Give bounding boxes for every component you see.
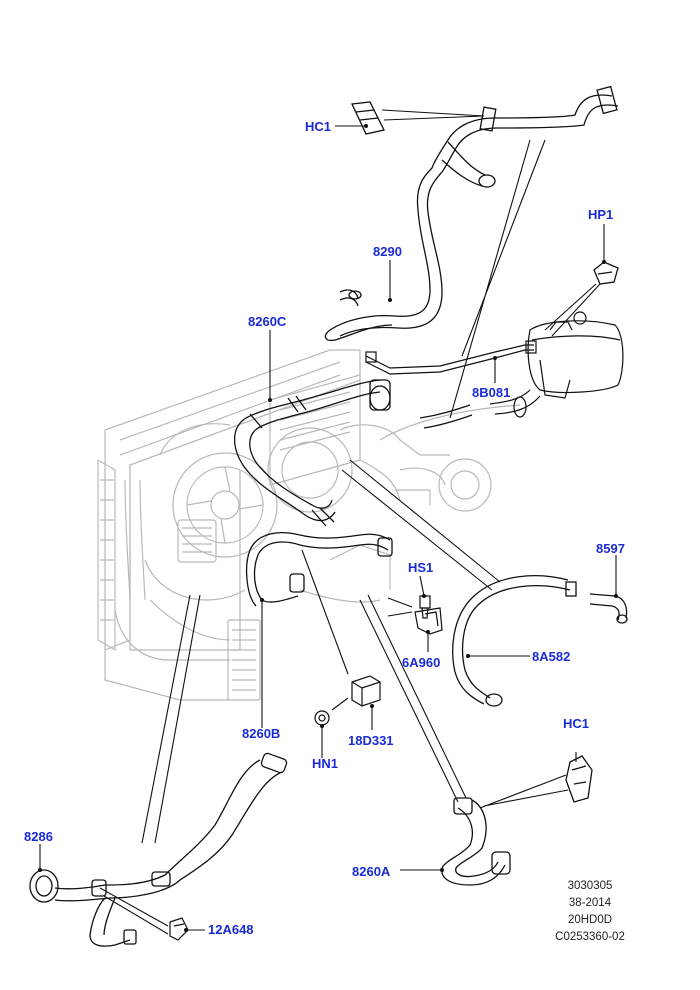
- hose-8a582: [452, 575, 577, 707]
- expansion-reservoir: [419, 311, 624, 429]
- hose-clip-hp1: [593, 261, 619, 285]
- callout-hp1: HP1: [588, 207, 614, 222]
- callout-8a582: 8A582: [532, 649, 571, 664]
- stamp-line-1: 3030305: [567, 880, 613, 892]
- radiator-assembly-ghost: [97, 349, 521, 701]
- hose-8597: [589, 593, 628, 624]
- sensor-8b081-harness: [365, 340, 537, 375]
- clip-hc1-top: [351, 101, 385, 135]
- callout-8260b: 8260B: [242, 726, 281, 741]
- callout-hs1: HS1: [408, 560, 434, 575]
- callout-hn1: HN1: [312, 756, 339, 771]
- hose-8290: [324, 85, 619, 342]
- bracket-6a960: [414, 607, 443, 635]
- callout-8260a: 8260A: [352, 864, 391, 879]
- callout-8286: 8286: [24, 829, 53, 844]
- callout-6a960: 6A960: [402, 655, 441, 670]
- callout-8290: 8290: [373, 244, 402, 259]
- callout-8597: 8597: [596, 541, 625, 556]
- hose-8260b: [245, 507, 393, 607]
- reference-stamp: 3030305 38-2014 20HD0D C0253360-02: [540, 878, 640, 946]
- block-18d331: [351, 675, 381, 707]
- callout-hc1-top: HC1: [305, 119, 332, 134]
- callout-hc1-bottom: HC1: [563, 716, 590, 731]
- bolt-hs1: [419, 595, 431, 619]
- leader-lines: [39, 109, 617, 935]
- leader-dots: [38, 124, 618, 932]
- hose-8286: [29, 752, 288, 947]
- hose-8260c: [233, 379, 391, 522]
- stamp-line-4: C0253360-02: [555, 931, 625, 943]
- clip-hc1-bottom: [565, 755, 593, 803]
- callout-12a648: 12A648: [208, 922, 254, 937]
- hose-8260a: [441, 797, 511, 886]
- stamp-line-2: 38-2014: [568, 897, 612, 909]
- sensor-12a648: [169, 917, 189, 941]
- stamp-line-3: 20HD0D: [567, 914, 613, 926]
- callout-8260c: 8260C: [248, 314, 287, 329]
- nut-hn1: [314, 710, 330, 726]
- callout-18d331: 18D331: [348, 733, 394, 748]
- callout-8b081: 8B081: [472, 385, 511, 400]
